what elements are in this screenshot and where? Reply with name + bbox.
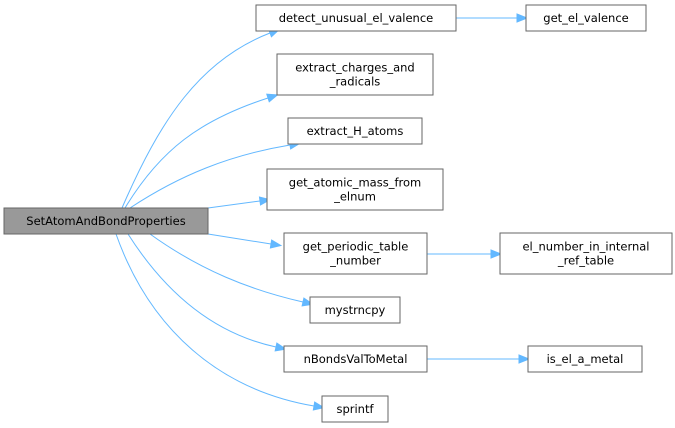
- node-getval[interactable]: get_el_valence: [525, 4, 647, 32]
- node-label: _elnum: [333, 190, 376, 204]
- node-detect[interactable]: detect_unusual_el_valence: [255, 4, 457, 32]
- edge-root-sprintf: [115, 233, 326, 411]
- node-nbonds[interactable]: nBondsValToMetal: [283, 345, 428, 373]
- arrowhead: [518, 354, 531, 364]
- node-label: _radicals: [329, 75, 381, 89]
- node-charges[interactable]: extract_charges_and_radicals: [276, 53, 434, 96]
- node-label: is_el_a_metal: [547, 352, 624, 366]
- arrowhead: [266, 93, 279, 103]
- node-mystrn[interactable]: mystrncpy: [309, 296, 401, 324]
- node-label: detect_unusual_el_valence: [279, 11, 434, 25]
- node-elnum[interactable]: el_number_in_internal_ref_table: [499, 232, 673, 275]
- arrowhead: [490, 249, 503, 259]
- edge-root-periodic: [207, 233, 283, 249]
- node-box: [255, 4, 457, 32]
- node-label: _ref_table: [557, 254, 614, 268]
- node-label: get_el_valence: [543, 11, 628, 25]
- node-label: sprintf: [336, 402, 374, 416]
- node-box: [321, 395, 389, 423]
- edge-root-nbonds: [127, 233, 288, 352]
- node-box: [3, 207, 209, 235]
- node-label: get_atomic_mass_from: [289, 176, 421, 190]
- node-metal[interactable]: is_el_a_metal: [527, 345, 643, 373]
- edge-root-detect: [121, 28, 281, 209]
- node-box: [266, 168, 444, 211]
- edge-line: [129, 144, 291, 209]
- edge-line: [121, 32, 271, 209]
- edge-line: [124, 97, 269, 209]
- node-box: [283, 232, 428, 275]
- node-periodic[interactable]: get_periodic_table_number: [283, 232, 428, 275]
- node-label: nBondsValToMetal: [304, 352, 408, 366]
- node-box: [527, 345, 643, 373]
- edge-detect-getval: [456, 13, 529, 23]
- node-label: mystrncpy: [325, 303, 386, 317]
- node-box: [309, 296, 401, 324]
- node-box: [276, 53, 434, 96]
- node-root[interactable]: SetAtomAndBondProperties: [3, 207, 209, 235]
- node-box: [283, 345, 428, 373]
- node-label: extract_charges_and: [295, 61, 414, 75]
- node-mass[interactable]: get_atomic_mass_from_elnum: [266, 168, 444, 211]
- node-label: extract_H_atoms: [307, 124, 404, 138]
- node-box: [499, 232, 673, 275]
- edge-nbonds-metal: [427, 354, 531, 364]
- edge-line: [207, 200, 261, 209]
- node-label: SetAtomAndBondProperties: [26, 214, 185, 228]
- edge-root-mass: [207, 196, 272, 209]
- arrowhead: [269, 239, 283, 249]
- arrowhead: [516, 13, 529, 23]
- arrowhead: [274, 342, 288, 352]
- edge-line: [115, 233, 315, 407]
- node-label: _number: [329, 254, 381, 268]
- node-sprintf[interactable]: sprintf: [321, 395, 389, 423]
- nodes-layer: SetAtomAndBondProperties detect_unusual_e…: [3, 4, 673, 423]
- node-hatoms[interactable]: extract_H_atoms: [287, 117, 423, 145]
- node-label: get_periodic_table: [303, 240, 409, 254]
- node-box: [287, 117, 423, 145]
- node-box: [525, 4, 647, 32]
- edge-periodic-elnum: [427, 249, 503, 259]
- edge-root-charges: [124, 93, 279, 209]
- arrowhead: [312, 401, 326, 411]
- edge-line: [127, 233, 277, 348]
- edge-line: [207, 233, 272, 245]
- node-label: el_number_in_internal: [522, 240, 649, 254]
- edge-line: [149, 233, 304, 303]
